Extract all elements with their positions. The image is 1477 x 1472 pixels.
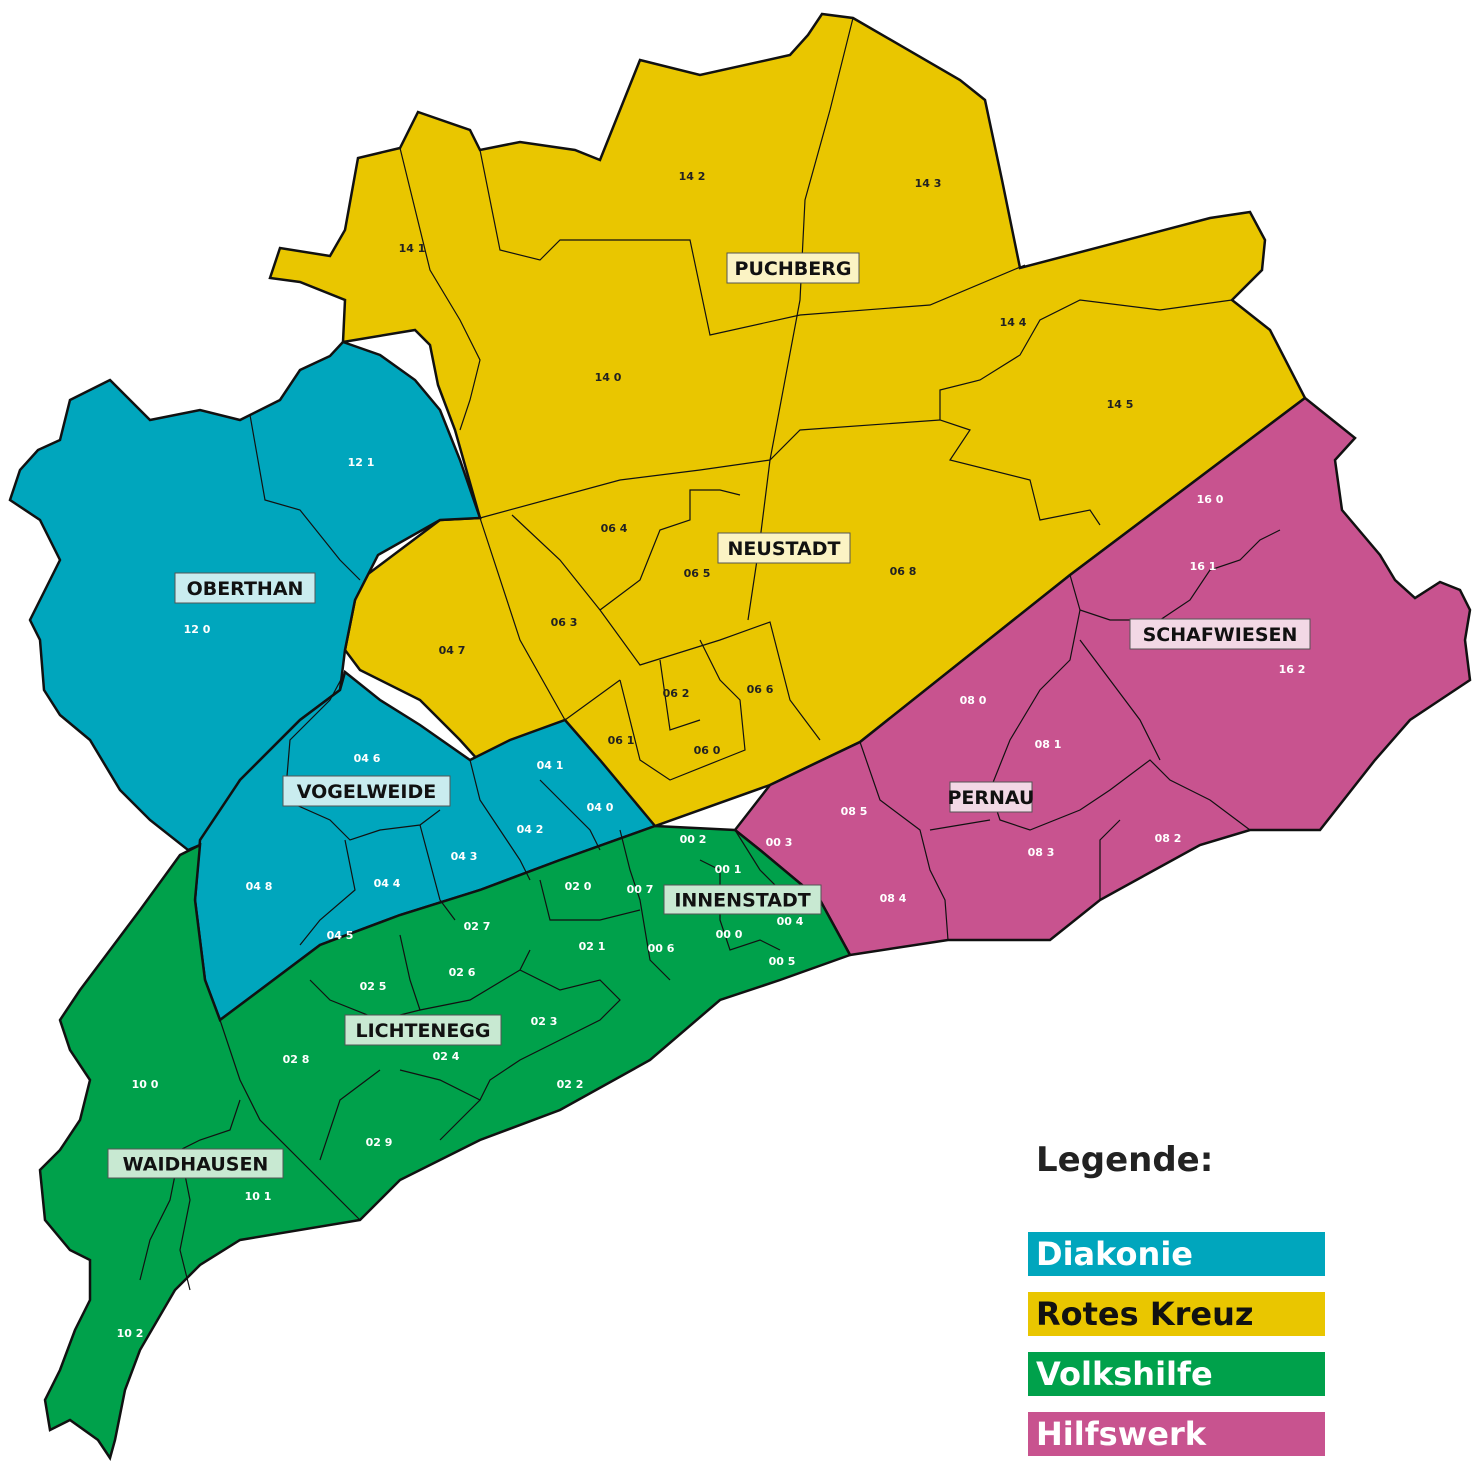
zone-label: 06 4 <box>601 522 628 535</box>
zone-label: 00 1 <box>715 863 742 876</box>
zone-label: 06 5 <box>684 567 711 580</box>
district-name: LICHTENEGG <box>355 1020 490 1042</box>
district-name: WAIDHAUSEN <box>123 1154 269 1176</box>
district-label-box <box>174 572 316 604</box>
district-labels: PUCHBERG NEUSTADT OBERTHAN VOGELWEIDE INNENS… <box>107 252 1311 1179</box>
zone-label: 08 3 <box>1028 846 1055 859</box>
zone-label: 12 0 <box>184 623 211 636</box>
district-label-box <box>107 1148 284 1179</box>
zone-label: 04 5 <box>327 929 354 942</box>
zone-label: 08 0 <box>960 694 987 707</box>
zone-label: 16 1 <box>1190 560 1217 573</box>
zone-label: 02 9 <box>366 1136 393 1149</box>
legend-item-volkshilfe: Volkshilfe <box>1028 1352 1325 1396</box>
zone-label: 14 5 <box>1107 398 1134 411</box>
zone-label: 08 5 <box>841 805 868 818</box>
zone-label: 02 3 <box>531 1015 558 1028</box>
zone-label: 04 4 <box>374 877 401 890</box>
district-label-pernau: PERNAU <box>948 781 1035 813</box>
district-label-box <box>949 781 1033 813</box>
zone-label: 04 8 <box>246 880 273 893</box>
district-label-waidhausen: WAIDHAUSEN <box>107 1148 284 1179</box>
zone-label: 04 3 <box>451 850 478 863</box>
district-name: NEUSTADT <box>728 538 841 560</box>
zone-label: 08 4 <box>880 892 907 905</box>
district-label-box <box>717 532 851 564</box>
zone-label: 12 1 <box>348 456 375 469</box>
zone-label: 00 4 <box>777 915 804 928</box>
zone-label: 10 1 <box>245 1190 272 1203</box>
zone-label: 02 1 <box>579 940 606 953</box>
zone-label: 00 7 <box>627 883 654 896</box>
district-name: OBERTHAN <box>187 578 304 600</box>
district-name: PUCHBERG <box>735 258 852 280</box>
zone-label: 02 5 <box>360 980 387 993</box>
zone-label: 10 2 <box>117 1327 144 1340</box>
zone-label: 04 1 <box>537 759 564 772</box>
district-label-neustadt: NEUSTADT <box>717 532 851 564</box>
zone-label: 04 2 <box>517 823 544 836</box>
district-label-puchberg: PUCHBERG <box>726 252 860 284</box>
zone-label: 00 2 <box>680 833 707 846</box>
zone-label: 04 6 <box>354 752 381 765</box>
district-label-box <box>726 252 860 284</box>
legend-item-rotes-kreuz: Rotes Kreuz <box>1028 1292 1325 1336</box>
zone-label: 06 2 <box>663 687 690 700</box>
zone-labels: 14 1 14 2 14 3 14 0 14 4 14 5 12 1 12 0 06 4 06 5… <box>117 170 1306 1340</box>
zone-label: 06 0 <box>694 744 721 757</box>
zone-label: 10 0 <box>132 1078 159 1091</box>
district-label-innenstadt: INNENSTADT <box>663 884 822 915</box>
legend-item-diakonie: Diakonie <box>1028 1232 1325 1276</box>
zone-label: 04 7 <box>439 644 466 657</box>
zone-label: 14 0 <box>595 371 622 384</box>
zone-label: 02 7 <box>464 920 491 933</box>
zone-label: 02 0 <box>565 880 592 893</box>
zone-label: 14 2 <box>679 170 706 183</box>
district-name: VOGELWEIDE <box>297 781 437 803</box>
zone-label: 00 0 <box>716 928 743 941</box>
zone-label: 16 2 <box>1279 663 1306 676</box>
zone-label: 02 2 <box>557 1078 584 1091</box>
zone-label: 06 3 <box>551 616 578 629</box>
district-label-box <box>344 1014 502 1046</box>
zone-label: 08 2 <box>1155 832 1182 845</box>
district-label-box <box>1129 618 1311 650</box>
zone-label: 08 1 <box>1035 738 1062 751</box>
zone-label: 14 1 <box>399 242 426 255</box>
zone-label: 02 6 <box>449 966 476 979</box>
district-name: INNENSTADT <box>674 890 810 912</box>
zone-label: 14 4 <box>1000 316 1027 329</box>
district-label-schafwiesen: SCHAFWIESEN <box>1129 618 1311 650</box>
region-volkshilfe[interactable] <box>38 824 852 1461</box>
district-label-box <box>663 884 822 915</box>
district-label-lichtenegg: LICHTENEGG <box>344 1014 502 1046</box>
zone-label: 02 8 <box>283 1053 310 1066</box>
zone-label: 04 0 <box>587 801 614 814</box>
district-label-box <box>282 775 451 807</box>
zone-label: 00 3 <box>766 836 793 849</box>
zone-label: 06 6 <box>747 683 774 696</box>
zone-label: 14 3 <box>915 177 942 190</box>
district-name: PERNAU <box>948 787 1035 809</box>
district-name: SCHAFWIESEN <box>1143 624 1298 646</box>
zone-label: 06 8 <box>890 565 917 578</box>
zone-label: 16 0 <box>1197 493 1224 506</box>
district-label-oberthan: OBERTHAN <box>174 572 316 604</box>
zone-label: 00 5 <box>769 955 796 968</box>
legend-title: Legende: <box>1036 1140 1214 1180</box>
district-label-vogelweide: VOGELWEIDE <box>282 775 451 807</box>
zone-label: 06 1 <box>608 734 635 747</box>
legend-item-hilfswerk: Hilfswerk <box>1028 1412 1325 1456</box>
zone-label: 02 4 <box>433 1050 460 1063</box>
zone-label: 00 6 <box>648 942 675 955</box>
